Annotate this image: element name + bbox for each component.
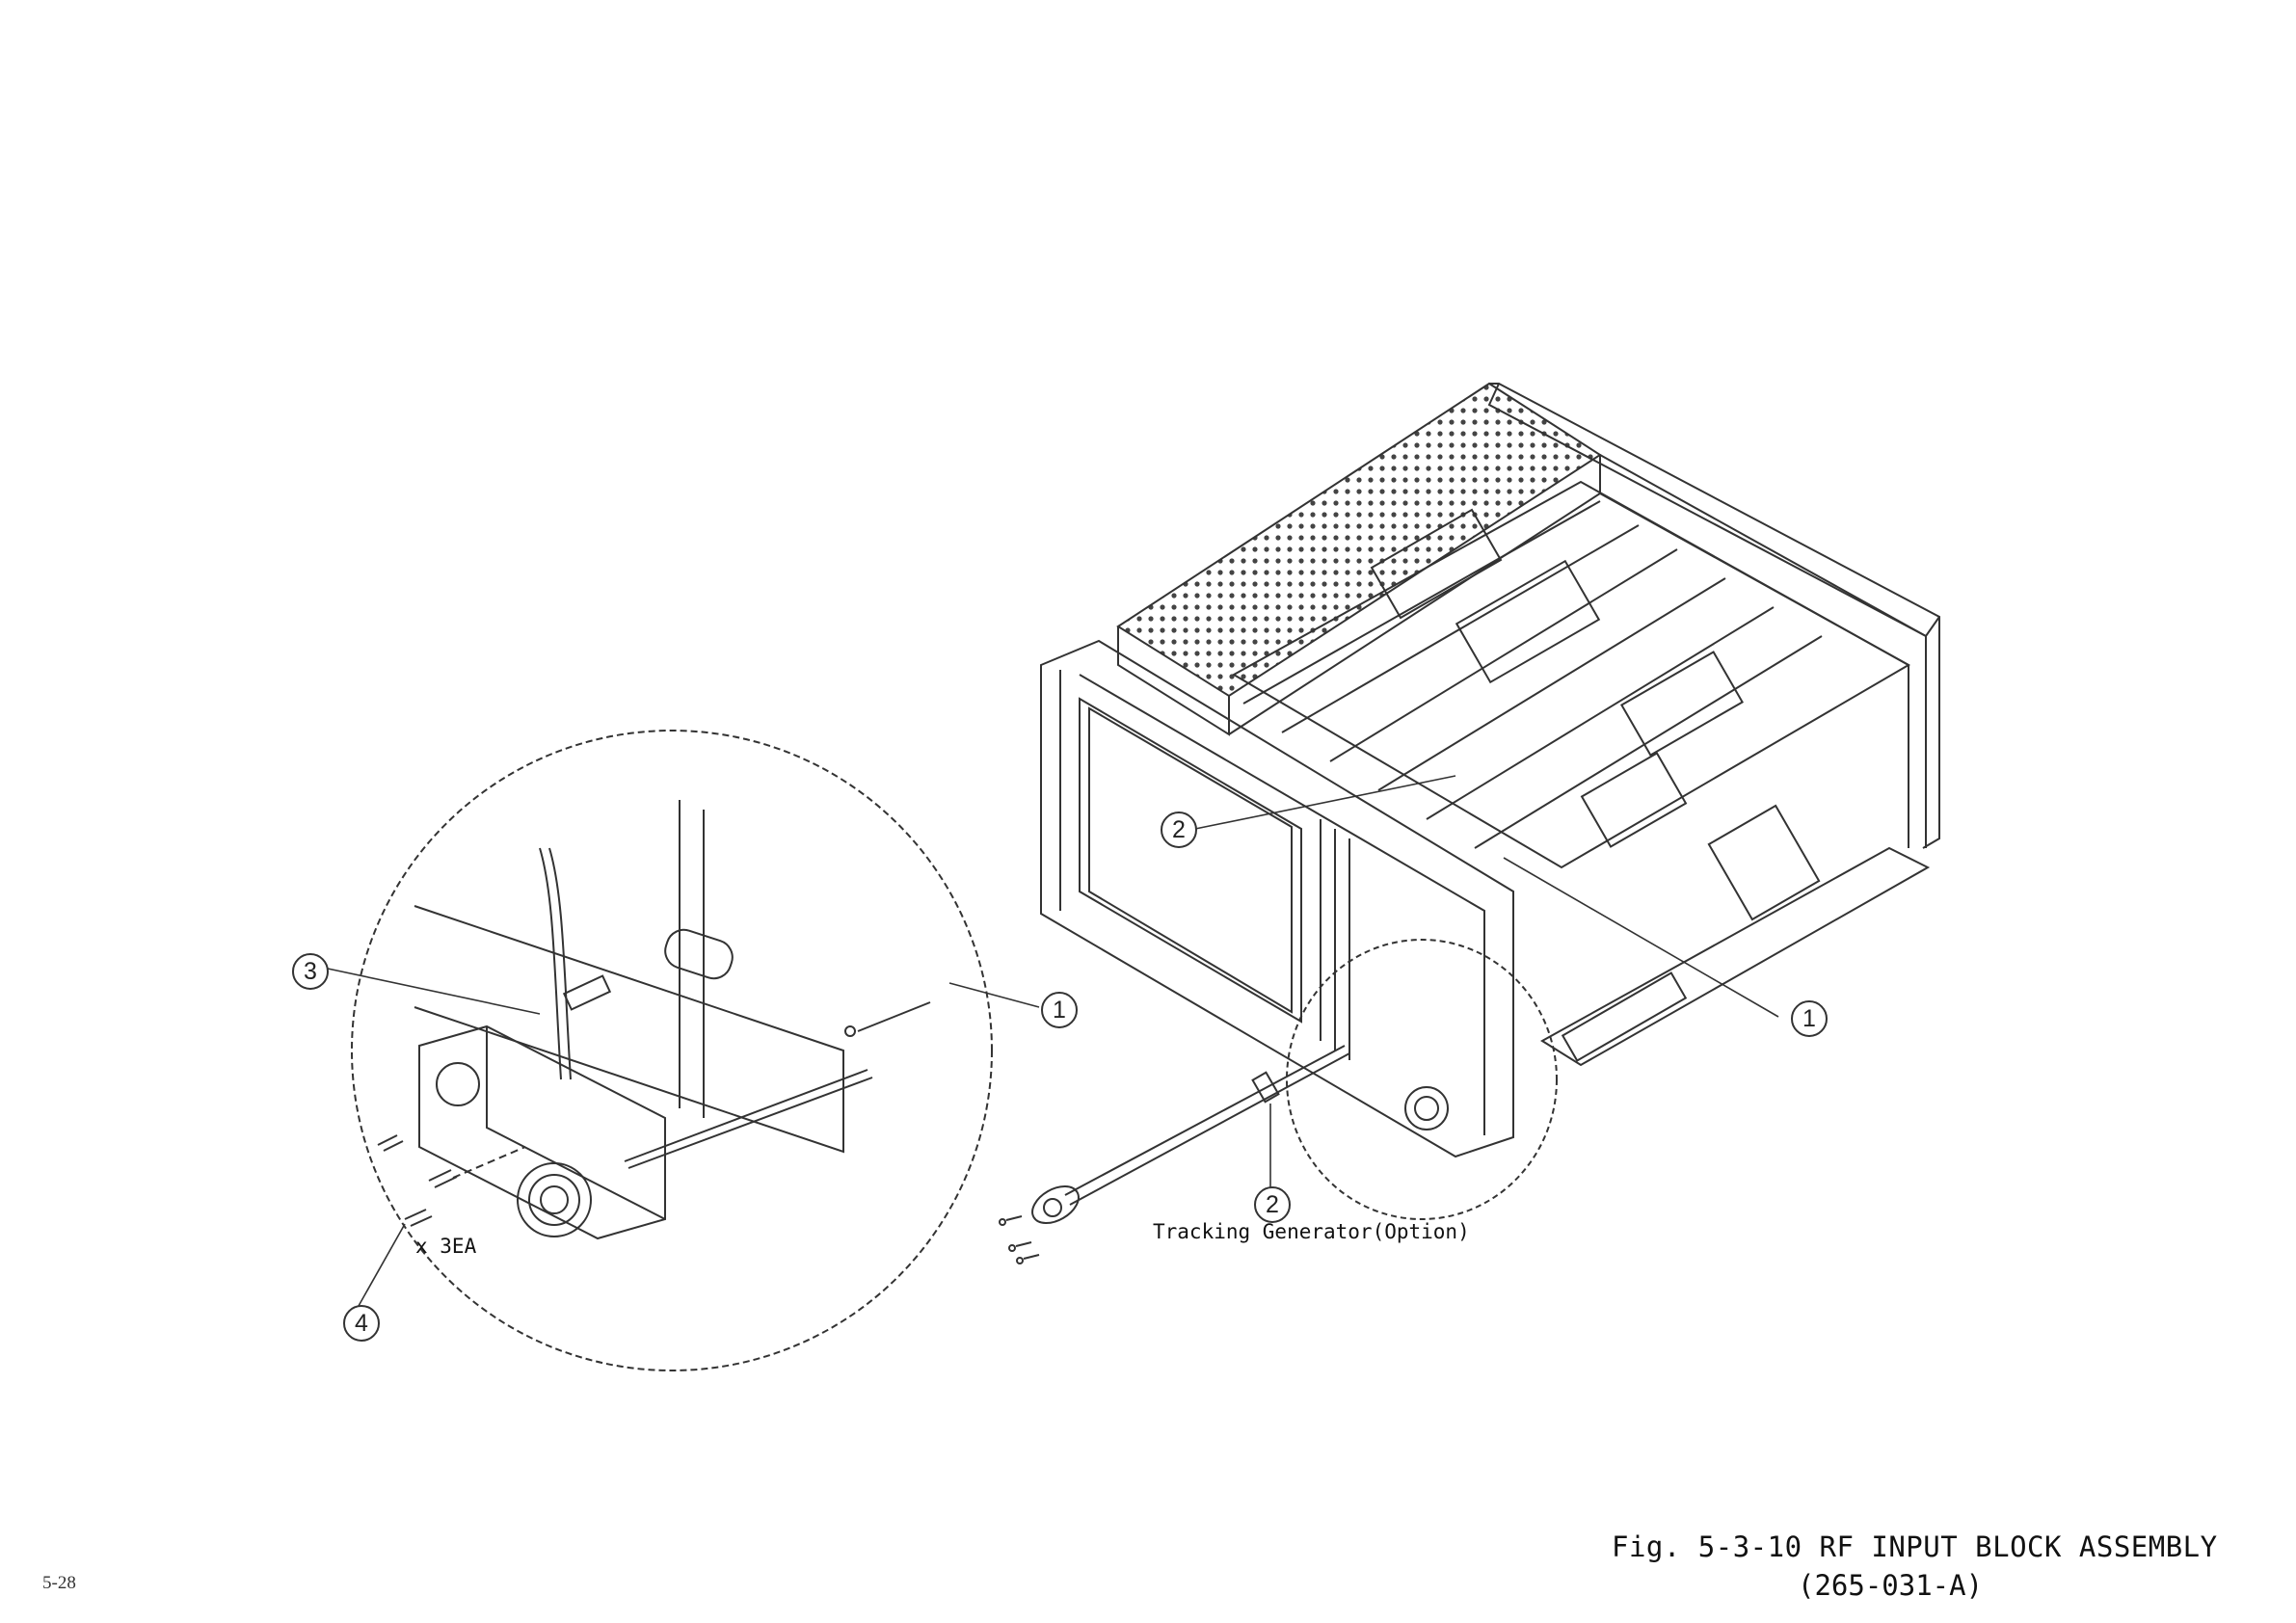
tracking-generator-label: Tracking Generator(Option) [1153,1220,1470,1243]
figure-caption: Fig. 5-3-10 RF INPUT BLOCK ASSEMBLY [1612,1530,2218,1563]
callout-1-chassis: 1 [1791,1000,1828,1037]
lcd-window [1080,699,1301,1022]
screw-2 [429,1170,457,1187]
detail-view-circle [352,731,992,1370]
callout-1-detail: 1 [1041,992,1078,1028]
figure-code: (265-031-A) [1798,1569,1983,1602]
callout-2-chassis: 2 [1161,812,1197,848]
screw-1 [378,1135,403,1151]
analyzer-chassis [1041,384,1939,1219]
callout-2-tracking-generator: 2 [1254,1186,1291,1223]
front-rf-connector [1405,1087,1448,1130]
right-side-panel [1600,455,1926,636]
page-number: 5-28 [42,1573,76,1594]
callout-3-detail: 3 [292,953,329,990]
bottom-plate [1542,848,1928,1065]
chassis-leader-lines [1195,776,1778,1187]
callout-4-detail: 4 [343,1305,380,1342]
detail-view [352,731,992,1370]
screw-quantity-label: x 3EA [415,1235,476,1258]
screw-3 [405,1210,432,1226]
chassis-detail-circle [1287,940,1557,1219]
